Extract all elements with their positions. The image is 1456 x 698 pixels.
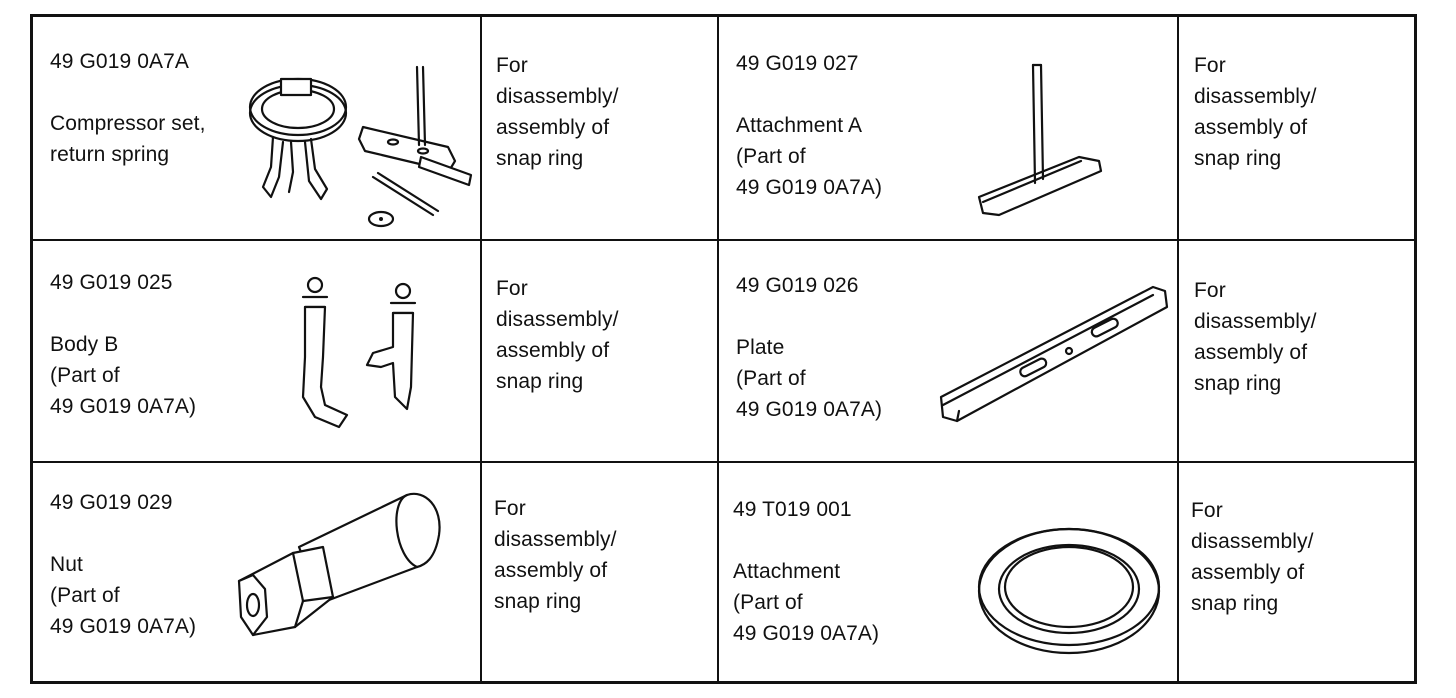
purpose-cell: For disassembly/ assembly of snap ring [1179,17,1417,239]
tool-code: 49 G019 029 [50,491,173,514]
tool-name-line: 49 G019 0A7A) [736,176,883,199]
tool-cell: 49 G019 0A7A Compressor set, return spri… [33,17,480,239]
purpose-line: assembly of [496,339,610,362]
tool-code: 49 G019 027 [736,52,859,75]
purpose-line: assembly of [494,559,608,582]
purpose-line: assembly of [1194,116,1308,139]
tool-name-line: 49 G019 0A7A) [50,615,197,638]
purpose-line: disassembly/ [1194,310,1317,333]
column-divider [480,17,482,681]
tool-code: 49 G019 026 [736,274,859,297]
tool-code: 49 G019 0A7A [50,50,189,73]
purpose-line: snap ring [1194,147,1282,170]
compressor-set-illustration [248,65,473,228]
tool-cell: 49 G019 027 Attachment A (Part of 49 G01… [719,17,1177,239]
column-divider [717,17,719,681]
tool-cell: 49 T019 001 Attachment (Part of 49 G019 … [719,463,1177,681]
tool-name-line: return spring [50,143,170,166]
purpose-line: For [1194,54,1226,77]
purpose-line: disassembly/ [1191,530,1314,553]
attachment-ring-illustration [977,527,1161,655]
plate-illustration [939,285,1169,423]
tool-name-line: (Part of [50,364,120,387]
purpose-cell: For disassembly/ assembly of snap ring [1179,241,1417,461]
tool-code: 49 T019 001 [733,498,852,521]
purpose-line: For [494,497,526,520]
tool-cell: 49 G019 029 Nut (Part of 49 G019 0A7A) [33,463,480,681]
tool-name-line: Compressor set, [50,112,206,135]
tool-name-line: (Part of [50,584,120,607]
purpose-cell: For disassembly/ assembly of snap ring [482,17,717,239]
purpose-text: For disassembly/ assembly of snap ring [1194,275,1317,399]
tool-name-line: Body B [50,333,119,356]
purpose-line: disassembly/ [496,85,619,108]
purpose-line: assembly of [496,116,610,139]
tool-cell: 49 G019 025 Body B (Part of 49 G019 0A7A… [33,241,480,461]
purpose-line: disassembly/ [496,308,619,331]
tool-name-line: Nut [50,553,83,576]
tool-info: 49 G019 026 Plate (Part of 49 G019 0A7A) [736,270,882,425]
purpose-text: For disassembly/ assembly of snap ring [496,50,619,174]
purpose-line: snap ring [496,147,584,170]
tool-name-line: Attachment A [736,114,863,137]
purpose-text: For disassembly/ assembly of snap ring [1191,495,1314,619]
tool-name-line: (Part of [736,367,806,390]
purpose-line: snap ring [494,590,582,613]
tool-name-line: Plate [736,336,785,359]
purpose-line: snap ring [496,370,584,393]
purpose-line: snap ring [1191,592,1279,615]
purpose-line: snap ring [1194,372,1282,395]
purpose-line: assembly of [1194,341,1308,364]
tool-info: 49 G019 027 Attachment A (Part of 49 G01… [736,48,882,203]
body-b-illustration [301,276,417,429]
attachment-a-illustration [977,63,1103,217]
purpose-text: For disassembly/ assembly of snap ring [494,493,617,617]
purpose-cell: For disassembly/ assembly of snap ring [482,463,717,681]
tool-info: 49 G019 029 Nut (Part of 49 G019 0A7A) [50,487,196,642]
tool-name-line: (Part of [733,591,803,614]
purpose-line: For [496,54,528,77]
nut-illustration [237,492,441,637]
purpose-line: For [1194,279,1226,302]
tool-name-line: (Part of [736,145,806,168]
row-divider [33,461,1414,463]
purpose-text: For disassembly/ assembly of snap ring [496,273,619,397]
tool-info: 49 T019 001 Attachment (Part of 49 G019 … [733,494,879,649]
purpose-line: assembly of [1191,561,1305,584]
tool-name-line: 49 G019 0A7A) [733,622,880,645]
purpose-cell: For disassembly/ assembly of snap ring [482,241,717,461]
tool-name-line: Attachment [733,560,841,583]
tool-cell: 49 G019 026 Plate (Part of 49 G019 0A7A) [719,241,1177,461]
tool-info: 49 G019 0A7A Compressor set, return spri… [50,46,206,170]
tool-name-line: 49 G019 0A7A) [50,395,197,418]
purpose-line: disassembly/ [494,528,617,551]
tool-name-line: 49 G019 0A7A) [736,398,883,421]
purpose-text: For disassembly/ assembly of snap ring [1194,50,1317,174]
tool-info: 49 G019 025 Body B (Part of 49 G019 0A7A… [50,267,196,422]
special-tools-table: 49 G019 0A7A Compressor set, return spri… [30,14,1417,684]
purpose-line: For [496,277,528,300]
column-divider [1177,17,1179,681]
row-divider [33,239,1414,241]
tool-code: 49 G019 025 [50,271,173,294]
purpose-line: For [1191,499,1223,522]
purpose-line: disassembly/ [1194,85,1317,108]
purpose-cell: For disassembly/ assembly of snap ring [1179,463,1417,681]
